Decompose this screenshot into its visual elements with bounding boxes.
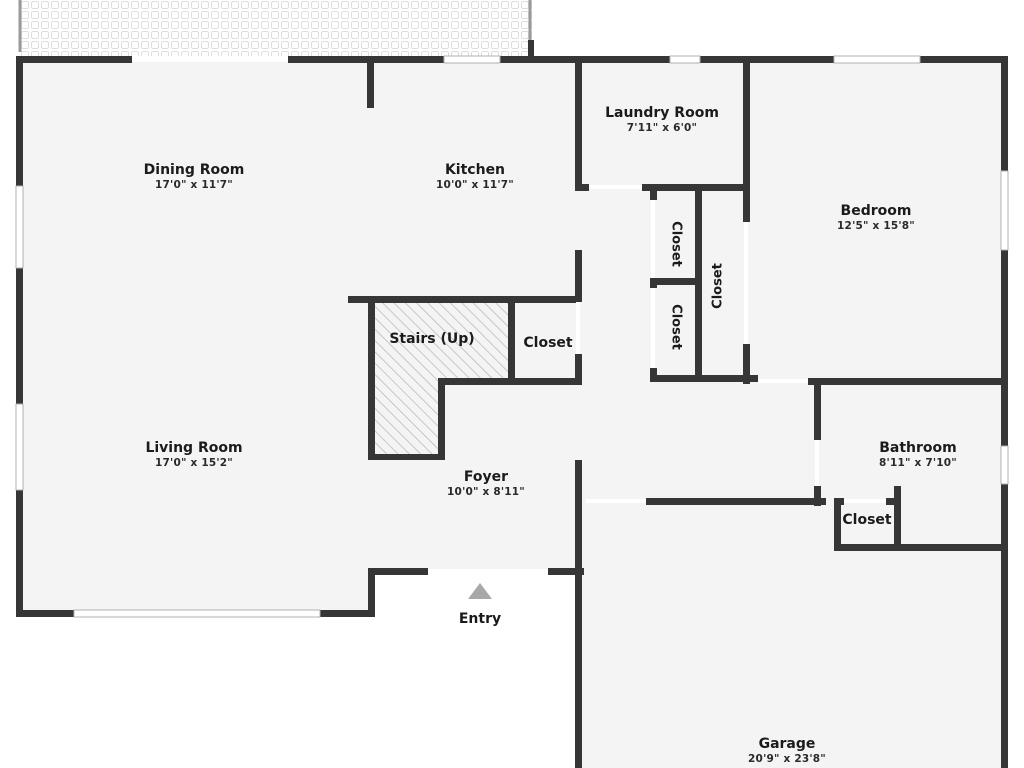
- room-laundry-room: Laundry Room 7'11" x 6'0": [605, 105, 719, 135]
- entry-label: Entry: [458, 611, 502, 627]
- room-name: Living Room: [145, 440, 243, 456]
- entry-marker: Entry: [459, 611, 501, 628]
- windows: [15, 55, 1009, 618]
- room-dimensions: 12'5" x 15'8": [837, 220, 915, 232]
- room-name: Bathroom: [879, 440, 957, 456]
- room-dimensions: 7'11" x 6'0": [626, 122, 698, 134]
- room-name: Closet: [842, 512, 892, 528]
- room-name: Bedroom: [840, 203, 912, 219]
- entry-arrow-icon: [468, 583, 492, 599]
- room-closet-hall-upper: Closet: [668, 221, 684, 267]
- room-closet-hall-lower: Closet: [668, 304, 684, 350]
- room-name: Foyer: [463, 469, 509, 485]
- walls: [16, 56, 1008, 768]
- room-dining-room: Dining Room 17'0" x 11'7": [144, 162, 245, 192]
- room-name: Garage: [758, 736, 816, 752]
- room-dimensions: 17'0" x 11'7": [155, 179, 233, 191]
- room-stairs: Stairs (Up): [389, 331, 474, 348]
- room-dimensions: 20'9" x 23'8": [748, 753, 826, 765]
- room-closet-bathroom: Closet: [842, 512, 891, 529]
- room-closet-stairs: Closet: [523, 335, 572, 352]
- room-bathroom: Bathroom 8'11" x 7'10": [879, 440, 957, 470]
- patio: [18, 0, 534, 60]
- room-name: Laundry Room: [605, 105, 719, 121]
- room-dimensions: 10'0" x 8'11": [447, 486, 525, 498]
- room-garage: Garage 20'9" x 23'8": [748, 736, 826, 766]
- room-bedroom: Bedroom 12'5" x 15'8": [837, 203, 915, 233]
- room-closet-bedroom: Closet: [710, 263, 726, 309]
- room-dimensions: 17'0" x 15'2": [155, 457, 233, 469]
- room-dimensions: 8'11" x 7'10": [879, 457, 957, 469]
- room-name: Closet: [523, 335, 573, 351]
- room-name: Dining Room: [143, 162, 245, 178]
- door-openings: [132, 57, 886, 573]
- room-dimensions: 10'0" x 11'7": [436, 179, 514, 191]
- room-kitchen: Kitchen 10'0" x 11'7": [436, 162, 514, 192]
- room-name: Kitchen: [444, 162, 506, 178]
- room-foyer: Foyer 10'0" x 8'11": [447, 469, 525, 499]
- room-living-room: Living Room 17'0" x 15'2": [145, 440, 242, 470]
- room-name: Stairs (Up): [389, 331, 475, 347]
